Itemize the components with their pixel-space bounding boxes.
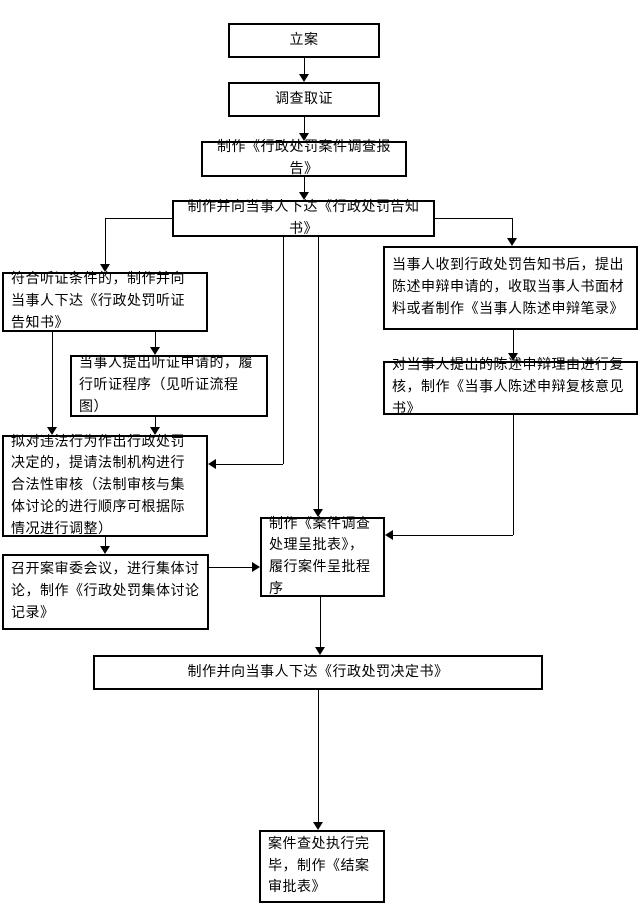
- node-hearing-procedure: 当事人提出听证申请的，履行听证程序（见听证流程图）: [70, 355, 268, 417]
- connector-line: [105, 218, 106, 264]
- connector-line: [283, 237, 284, 464]
- node-label: 对当事人提出的陈述申辩理由进行复核，制作《当事人陈述申辩复核意见书》: [392, 357, 624, 417]
- arrowhead-down-icon: [507, 238, 517, 246]
- node-penalty-notice: 制作并向当事人下达《行政处罚告知书》: [172, 198, 435, 237]
- node-label: 案件查处执行完毕，制作《结案审批表》: [268, 835, 370, 896]
- node-penalty-decision: 制作并向当事人下达《行政处罚决定书》: [93, 655, 543, 690]
- arrowhead-left-icon: [208, 459, 216, 469]
- connector-line: [304, 177, 305, 192]
- node-label: 制作《行政处罚案件调查报告》: [217, 139, 391, 177]
- node-case-filing: 立案: [228, 23, 380, 58]
- connector-line: [105, 218, 172, 219]
- node-label: 立案: [289, 31, 319, 48]
- arrowhead-down-icon: [47, 427, 57, 435]
- connector-line: [304, 117, 305, 133]
- node-label: 制作《案件调查处理呈批表》，履行案件呈批程序: [269, 515, 371, 597]
- connector-line: [155, 417, 156, 427]
- arrowhead-down-icon: [299, 192, 309, 200]
- node-label: 符合听证条件的，制作并向当事人下达《行政处罚听证告知书》: [11, 271, 185, 331]
- connector-line: [209, 567, 252, 568]
- arrowhead-down-icon: [150, 347, 160, 355]
- node-label: 调查取证: [275, 90, 333, 107]
- arrowhead-down-icon: [299, 133, 309, 141]
- connector-line: [155, 332, 156, 347]
- connector-line: [320, 597, 321, 647]
- node-defense-review: 对当事人提出的陈述申辩理由进行复核，制作《当事人陈述申辩复核意见书》: [383, 357, 638, 417]
- node-label: 召开案审委会议，进行集体讨论，制作《行政处罚集体讨论记录》: [11, 561, 200, 621]
- arrowhead-down-icon: [508, 353, 518, 361]
- arrowhead-down-icon: [150, 427, 160, 435]
- connector-line: [52, 332, 53, 427]
- arrowhead-right-icon: [252, 562, 260, 572]
- connector-line: [512, 218, 513, 238]
- arrowhead-down-icon: [313, 822, 323, 830]
- node-label: 制作并向当事人下达《行政处罚决定书》: [187, 663, 449, 680]
- node-case-approval-form: 制作《案件调查处理呈批表》，履行案件呈批程序: [260, 516, 385, 597]
- node-case-closing: 案件查处执行完毕，制作《结案审批表》: [259, 830, 385, 903]
- node-statement-defense: 当事人收到行政处罚告知书后，提出陈述申辩申请的，收取当事人书面材料或者制作《当事…: [383, 246, 638, 330]
- node-label: 制作并向当事人下达《行政处罚告知书》: [187, 198, 420, 237]
- arrowhead-down-icon: [299, 74, 309, 82]
- arrowhead-down-icon: [100, 546, 110, 554]
- arrowhead-down-icon: [313, 509, 323, 517]
- connector-line: [318, 690, 319, 822]
- node-investigation: 调查取证: [228, 82, 380, 117]
- node-hearing-notice: 符合听证条件的，制作并向当事人下达《行政处罚听证告知书》: [2, 271, 208, 332]
- connector-line: [105, 537, 106, 546]
- connector-line: [216, 464, 283, 465]
- node-investigation-report: 制作《行政处罚案件调查报告》: [201, 139, 407, 177]
- arrowhead-left-icon: [385, 530, 393, 540]
- connector-line: [304, 58, 305, 74]
- connector-line: [513, 415, 514, 535]
- connector-line: [318, 237, 319, 509]
- node-label: 当事人提出听证申请的，履行听证程序（见听证流程图）: [79, 355, 253, 415]
- connector-line: [393, 535, 513, 536]
- arrowhead-down-icon: [100, 264, 110, 272]
- node-legality-review: 拟对违法行为作出行政处罚决定的，提请法制机构进行合法性审核（法制审核与集体讨论的…: [2, 433, 208, 537]
- node-label: 拟对违法行为作出行政处罚决定的，提请法制机构进行合法性审核（法制审核与集体讨论的…: [11, 433, 185, 537]
- connector-line: [513, 330, 514, 353]
- node-collective-discussion: 召开案审委会议，进行集体讨论，制作《行政处罚集体讨论记录》: [2, 554, 209, 630]
- connector-line: [435, 218, 512, 219]
- node-label: 当事人收到行政处罚告知书后，提出陈述申辩申请的，收取当事人书面材料或者制作《当事…: [392, 257, 624, 317]
- arrowhead-down-icon: [315, 647, 325, 655]
